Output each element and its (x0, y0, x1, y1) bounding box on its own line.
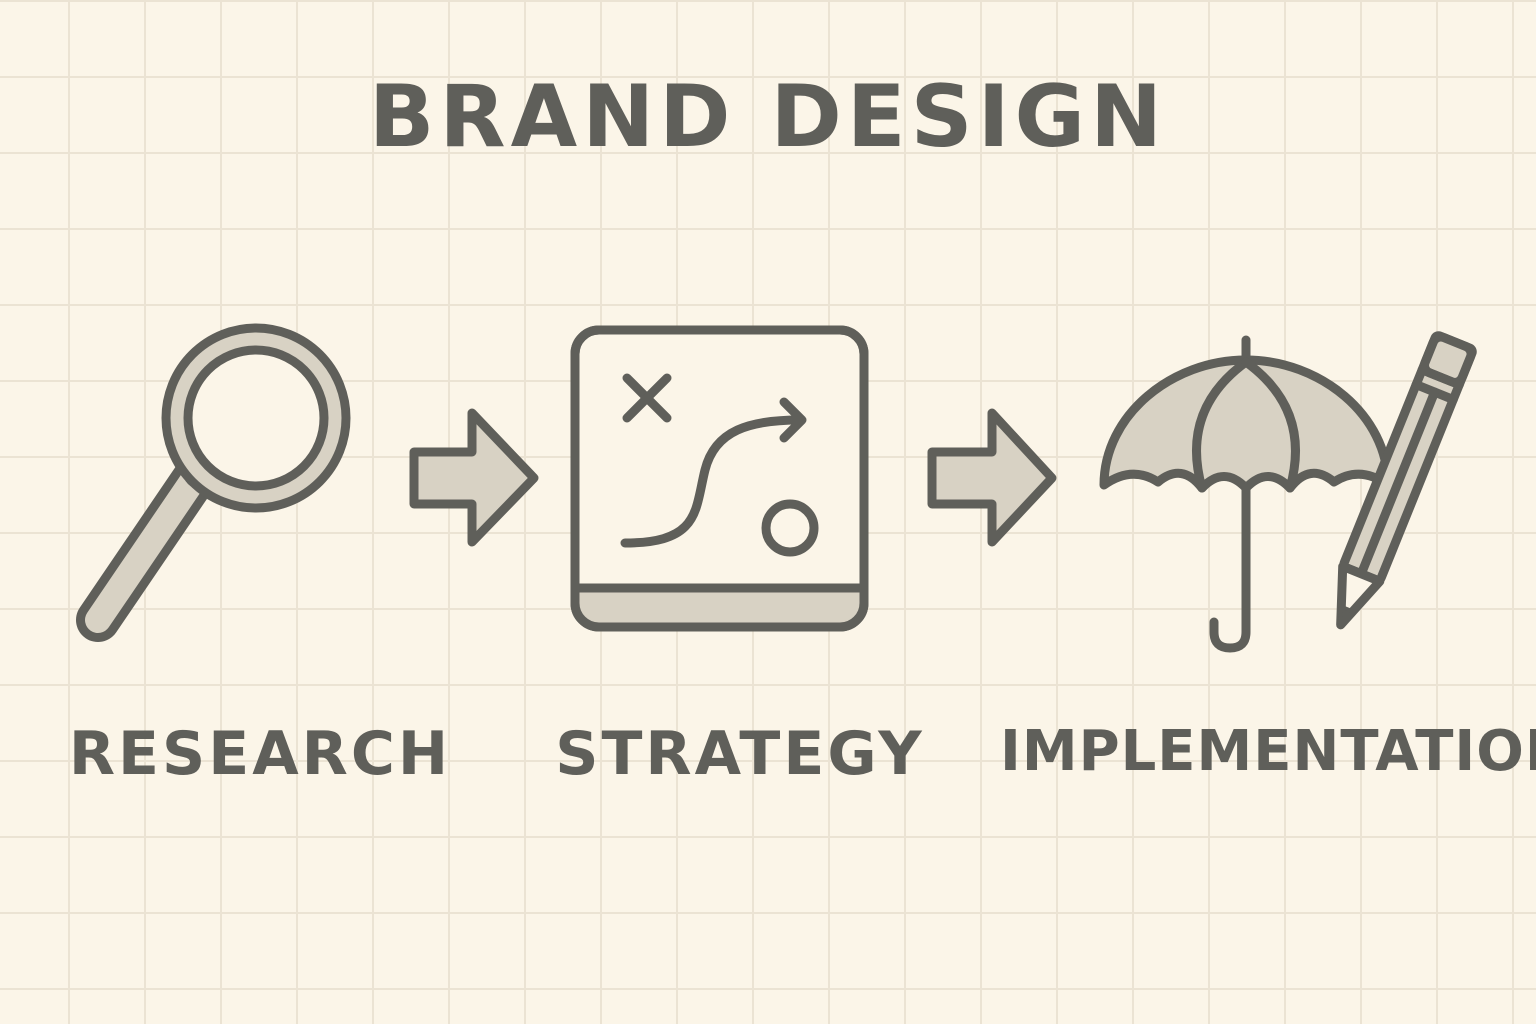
magnifying-glass-icon (76, 323, 351, 642)
arrow-right-icon (409, 408, 539, 547)
step-label-strategy: STRATEGY (555, 719, 925, 789)
step-label-research: RESEARCH (68, 719, 452, 789)
umbrella-and-pencil-icon (1099, 331, 1477, 653)
step-label-implementation: IMPLEMENTATION (1000, 719, 1536, 784)
o-mark-icon (761, 499, 819, 557)
arrow-right-icon (927, 408, 1057, 547)
pencil-icon (1336, 331, 1477, 630)
strategy-board-icon (570, 325, 869, 632)
play-path-icon (620, 415, 805, 548)
umbrella-icon (1099, 335, 1393, 653)
diagram-title: BRAND DESIGN (0, 70, 1536, 165)
diagram-title-text: BRAND DESIGN (368, 67, 1168, 167)
